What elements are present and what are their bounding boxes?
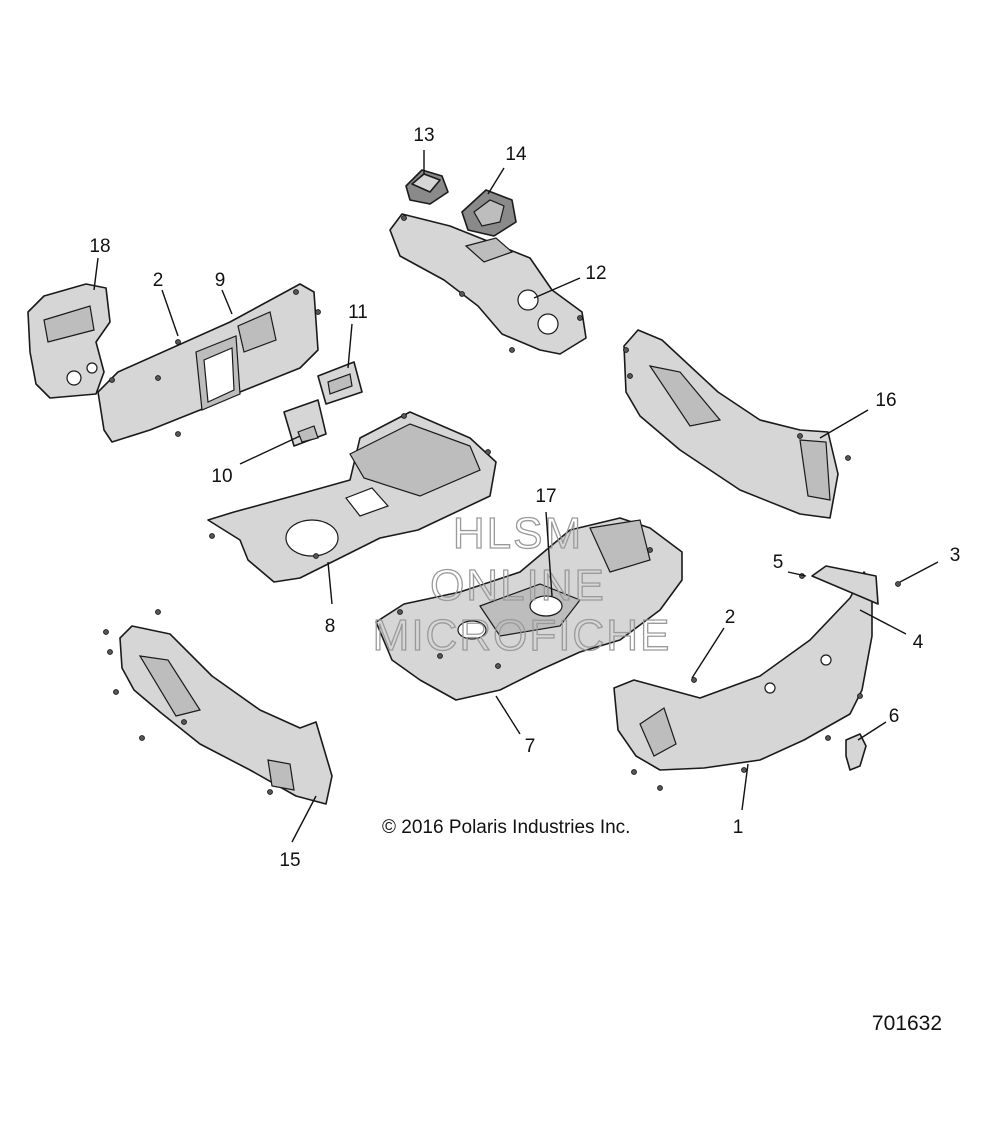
leader-5 xyxy=(787,571,807,577)
callout-6: 6 xyxy=(889,706,900,727)
leader-lines xyxy=(93,150,939,843)
leader-4 xyxy=(859,609,907,635)
leader-1 xyxy=(741,763,749,811)
callout-14: 14 xyxy=(505,144,527,165)
part-12-center-console xyxy=(389,213,587,355)
callout-7: 7 xyxy=(525,736,536,757)
callout-16: 16 xyxy=(875,390,896,411)
part-8-tunnel-tub xyxy=(207,411,497,583)
callout-15: 15 xyxy=(279,850,300,871)
leader-11 xyxy=(347,323,353,369)
leader-9 xyxy=(221,289,233,315)
part-10-cover-plate xyxy=(283,399,327,447)
copyright-text: © 2016 Polaris Industries Inc. xyxy=(382,817,630,838)
part-16-rocker-panel xyxy=(623,329,851,519)
leader-7 xyxy=(495,695,521,735)
leader-12 xyxy=(533,277,581,299)
part-13-console-piece xyxy=(405,169,449,205)
callout-2-lower: 2 xyxy=(725,607,736,628)
part-9-firewall-panel xyxy=(97,283,321,443)
part-7-floor-tub xyxy=(375,517,683,701)
leader-2a xyxy=(161,289,179,337)
part-6-clip xyxy=(845,733,867,771)
callout-8: 8 xyxy=(325,616,336,637)
callout-2-upper: 2 xyxy=(153,270,164,291)
leader-15 xyxy=(291,795,317,843)
leader-18 xyxy=(93,257,99,291)
leader-2b xyxy=(691,627,725,679)
leader-17 xyxy=(545,511,553,597)
callout-labels: 18 2 9 11 10 13 14 12 16 17 8 7 15 5 3 4… xyxy=(89,125,960,871)
leader-16 xyxy=(819,409,869,439)
leader-6 xyxy=(857,721,887,741)
callout-9: 9 xyxy=(215,270,226,291)
leader-14 xyxy=(487,167,505,195)
callout-1: 1 xyxy=(733,817,744,838)
callout-5: 5 xyxy=(773,552,784,573)
part-18-panel xyxy=(27,283,111,399)
part-14-shifter-boot xyxy=(461,189,517,237)
callout-3: 3 xyxy=(950,545,961,566)
leader-3 xyxy=(899,561,939,583)
leader-8 xyxy=(327,561,333,605)
diagram-id: 701632 xyxy=(872,1012,942,1035)
watermark-line-3: MICROFICHE xyxy=(373,611,672,660)
callout-10: 10 xyxy=(211,466,232,487)
callout-4: 4 xyxy=(913,632,924,653)
part-11-cover-plate xyxy=(317,361,363,405)
callout-11: 11 xyxy=(348,302,368,323)
callout-17: 17 xyxy=(535,486,556,507)
watermark-line-2: ONLINE xyxy=(430,561,606,610)
part-1-floor-panel xyxy=(613,565,901,791)
part-15-rocker-panel xyxy=(103,609,333,805)
watermark: HLSM ONLINE MICROFICHE xyxy=(372,508,672,660)
callout-12: 12 xyxy=(585,263,606,284)
callout-13: 13 xyxy=(413,125,434,146)
leader-10 xyxy=(239,435,301,465)
watermark-line-1: HLSM xyxy=(453,509,583,558)
callout-18: 18 xyxy=(89,236,110,257)
